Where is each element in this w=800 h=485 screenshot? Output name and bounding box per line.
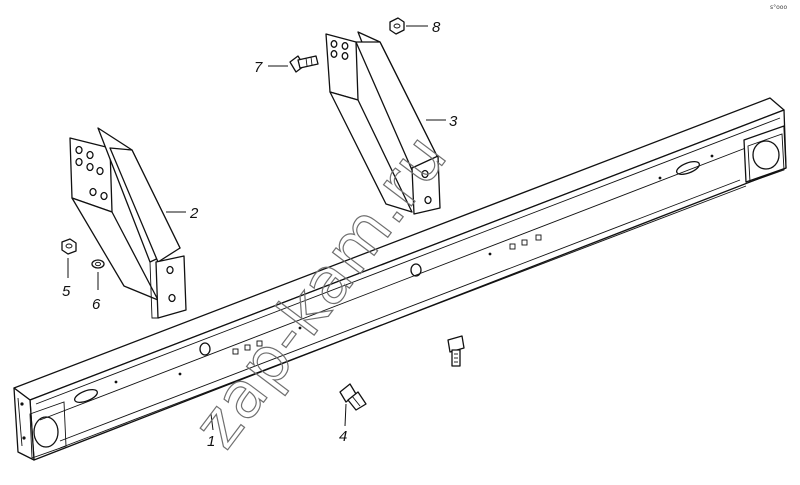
- corner-mark: s°ooo: [770, 4, 787, 11]
- bolt-part-4: [339, 335, 465, 411]
- callout-1: 1: [207, 433, 215, 450]
- washer-part-6: [91, 259, 105, 269]
- callout-3: 3: [449, 113, 458, 130]
- callout-4: 4: [339, 428, 347, 445]
- nut-part-5: [61, 238, 77, 255]
- bracket-part-3: [325, 31, 441, 215]
- bolt-part-7: [289, 55, 319, 73]
- callout-6: 6: [92, 296, 101, 313]
- callout-8: 8: [432, 19, 441, 36]
- callout-leaders: [67, 25, 446, 431]
- nut-part-8: [389, 17, 405, 35]
- callout-labels: 1 2 3 4 5 6 7 8: [62, 19, 458, 450]
- cross-member-part-1: [13, 97, 787, 461]
- bracket-part-2: [69, 127, 187, 319]
- callout-2: 2: [189, 205, 199, 222]
- callout-5: 5: [62, 283, 71, 300]
- callout-7: 7: [254, 59, 263, 76]
